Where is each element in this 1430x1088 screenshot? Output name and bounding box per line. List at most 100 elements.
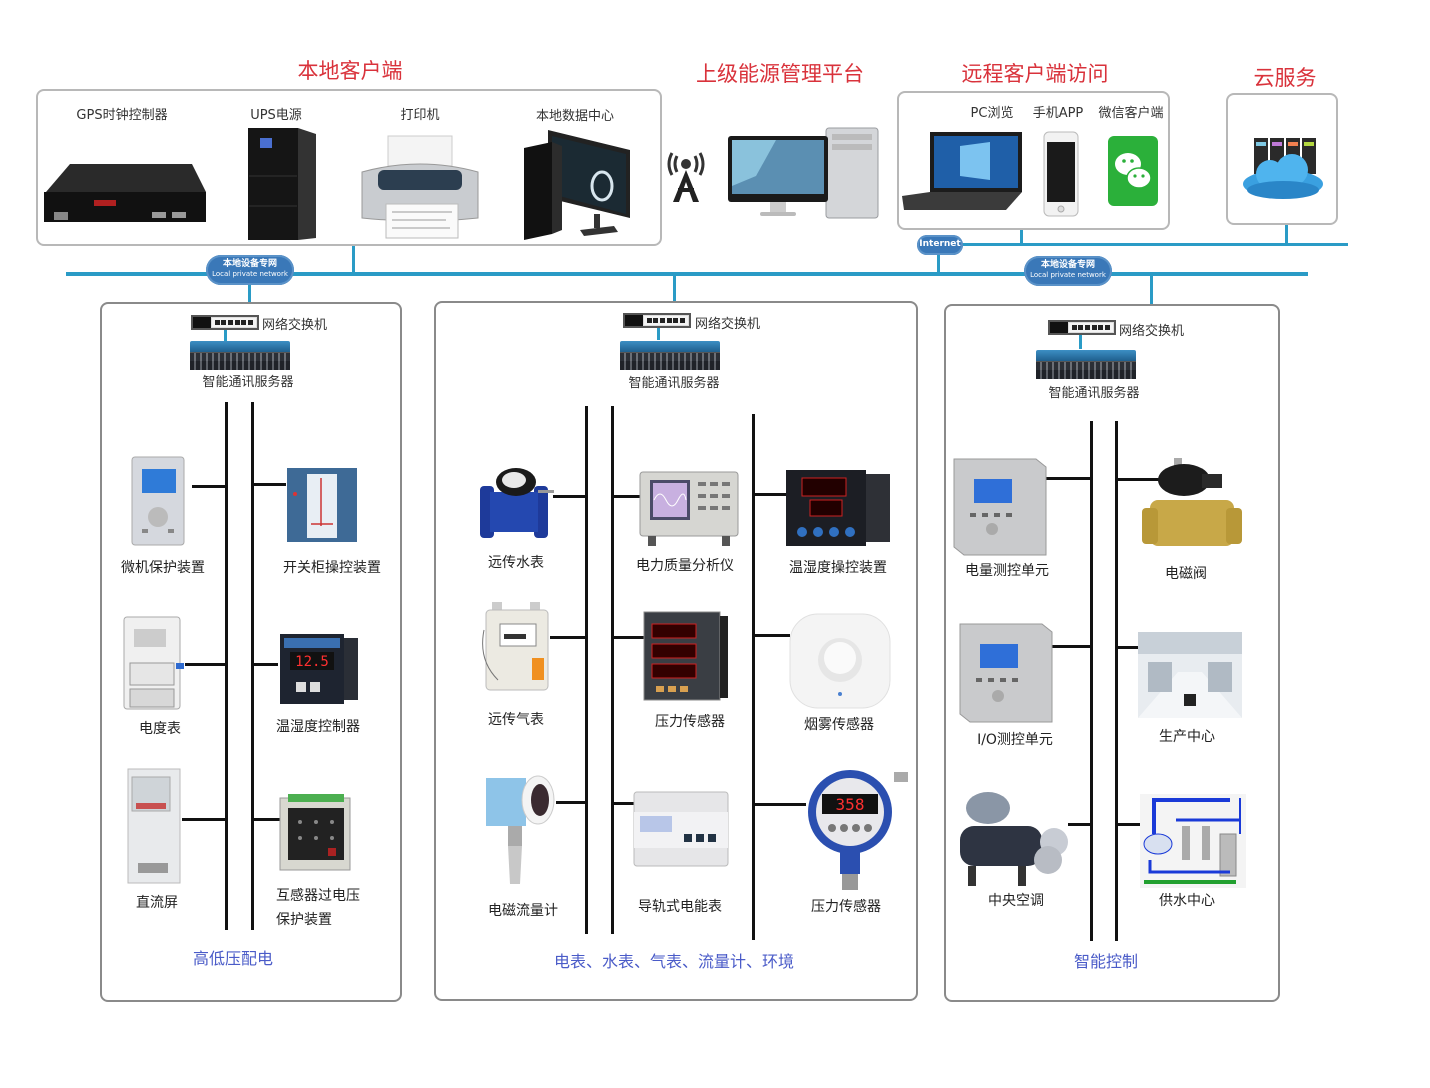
transformer-overvoltage-icon xyxy=(279,794,351,871)
connector-line xyxy=(1020,230,1023,244)
connector-line xyxy=(612,802,639,805)
bus-line xyxy=(585,406,588,934)
bus-line xyxy=(611,406,614,934)
item-label: 温湿度控制器 xyxy=(276,719,360,735)
item-label-line2: 保护装置 xyxy=(276,912,332,928)
connector-line xyxy=(1150,274,1153,304)
device-label: 本地数据中心 xyxy=(535,109,614,124)
connector-line xyxy=(1285,225,1288,244)
remote-access-title: 远程客户端访问 xyxy=(961,62,1109,86)
wechat-icon xyxy=(1108,136,1158,206)
gps-clock-controller-icon xyxy=(44,164,206,222)
temp-humidity-control-device-icon xyxy=(786,470,890,546)
laptop-icon xyxy=(902,132,1022,210)
item-label: 压力传感器 xyxy=(811,899,881,915)
connector-line xyxy=(1079,335,1082,349)
bus-line xyxy=(752,414,755,940)
temp-humidity-controller-icon: 12.5 xyxy=(280,634,358,704)
cloud-service-title: 云服务 xyxy=(1253,66,1317,90)
comm-server-icon xyxy=(190,341,290,371)
display-value: 12.5 xyxy=(295,654,329,670)
connector-line xyxy=(248,274,251,304)
desktop-computer-icon xyxy=(524,130,630,240)
item-label: 开关柜操控装置 xyxy=(283,560,381,576)
bus-line xyxy=(251,402,254,930)
switchgear-controller-icon xyxy=(287,468,357,542)
comm-server-icon xyxy=(620,341,720,371)
local-private-network-cloud: 本地设备专网 Local private network xyxy=(1024,256,1112,286)
printer-icon xyxy=(361,135,479,239)
microcomputer-protection-icon xyxy=(131,456,185,546)
smoke-sensor-icon xyxy=(789,613,891,709)
energy-platform-title: 上级能源管理平台 xyxy=(696,62,864,86)
connector-line xyxy=(937,246,940,274)
cloud-label-en: Local private network xyxy=(212,270,288,278)
panel-meter-icon xyxy=(643,611,728,701)
panel-caption: 电表、水表、气表、流量计、环境 xyxy=(553,952,794,971)
connector-line xyxy=(1117,478,1163,481)
item-label: 压力传感器 xyxy=(655,714,725,730)
device-label: PC浏览 xyxy=(970,106,1014,121)
connector-line xyxy=(1117,646,1139,649)
panel-caption: 高低压配电 xyxy=(192,949,273,968)
item-label: 电力质量分析仪 xyxy=(636,558,734,574)
device-label: 打印机 xyxy=(400,108,440,123)
connector-line xyxy=(553,495,586,498)
connector-line xyxy=(657,328,660,340)
connector-line xyxy=(1117,823,1141,826)
local-private-network-cloud: 本地设备专网 Local private network xyxy=(206,255,294,285)
switch-label: 网络交换机 xyxy=(695,317,761,332)
switch-label: 网络交换机 xyxy=(1119,324,1185,339)
bus-line xyxy=(225,402,228,930)
item-label: 远传气表 xyxy=(488,712,544,728)
item-label: 电量测控单元 xyxy=(965,563,1049,579)
device-label: UPS电源 xyxy=(250,108,302,123)
smartphone-icon xyxy=(1043,131,1079,217)
connector-line xyxy=(754,493,786,496)
connector-line xyxy=(556,801,586,804)
display-value: 358 xyxy=(836,795,865,814)
solenoid-valve-icon xyxy=(1142,458,1242,546)
connector-line xyxy=(612,495,640,498)
comm-server-icon xyxy=(1036,350,1136,380)
network-switch-icon xyxy=(191,315,259,330)
cloud-server-icon xyxy=(1243,138,1323,199)
connector-line xyxy=(185,663,226,666)
switch-label: 网络交换机 xyxy=(262,318,328,333)
connector-line xyxy=(1068,823,1091,826)
item-label: 互感器过电压 xyxy=(276,888,360,904)
connector-line xyxy=(754,803,806,806)
item-label: 生产中心 xyxy=(1159,729,1215,745)
watt-hour-meter-icon xyxy=(123,616,184,710)
item-label: 电磁流量计 xyxy=(488,903,558,919)
cloud-label-en: Local private network xyxy=(1030,271,1106,279)
connector-line xyxy=(612,636,644,639)
connector-line xyxy=(754,634,790,637)
item-label: I/O测控单元 xyxy=(977,732,1053,748)
server-label: 智能通讯服务器 xyxy=(202,375,294,390)
local-client-title: 本地客户端 xyxy=(297,59,403,83)
panel-caption: 智能控制 xyxy=(1073,952,1138,971)
pressure-gauge-icon: 358 xyxy=(808,770,908,890)
production-center-icon xyxy=(1138,632,1242,718)
cloud-label-cn: 本地设备专网 xyxy=(222,259,277,269)
io-control-unit-icon xyxy=(959,623,1053,723)
internet-label: Internet xyxy=(919,239,961,249)
server-label: 智能通讯服务器 xyxy=(628,376,720,391)
device-label: 手机APP xyxy=(1032,106,1084,121)
server-label: 智能通讯服务器 xyxy=(1048,386,1140,401)
local-network-bus xyxy=(66,272,1308,276)
item-label: 温湿度操控装置 xyxy=(789,560,887,576)
gas-meter-icon xyxy=(482,602,549,691)
connector-line xyxy=(1045,477,1091,480)
workstation-icon xyxy=(728,127,879,219)
connector-line xyxy=(1050,645,1091,648)
ups-power-icon xyxy=(248,128,316,240)
connector-line xyxy=(252,818,282,821)
network-switch-icon xyxy=(1048,320,1116,335)
network-switch-icon xyxy=(623,313,691,328)
internet-cloud: Internet xyxy=(917,235,963,255)
item-label: 烟雾传感器 xyxy=(804,717,874,733)
bus-line xyxy=(1090,421,1093,941)
din-rail-meter-icon xyxy=(633,791,729,867)
